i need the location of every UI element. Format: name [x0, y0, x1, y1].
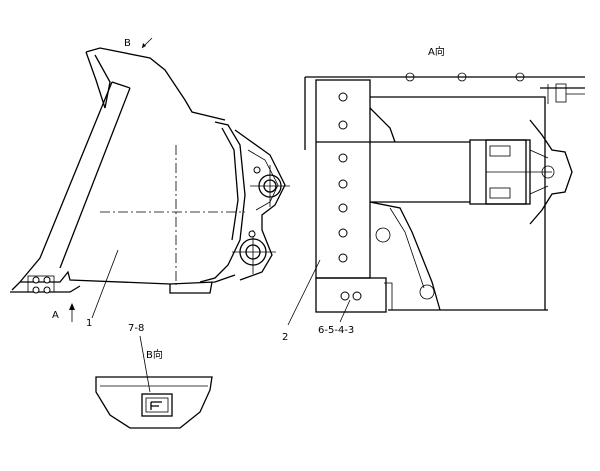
hinge-bracket-inner — [247, 149, 279, 211]
top-hole-3 — [515, 72, 525, 82]
view-a-title: A向 — [428, 45, 445, 58]
view-b-arrow-head — [142, 43, 146, 48]
top-pin-detail — [547, 84, 585, 104]
hinge-bracket — [234, 129, 286, 281]
mount-plate — [315, 79, 371, 279]
boom-lower-brace-inner — [389, 207, 425, 289]
top-pin-head — [555, 83, 567, 103]
plate-bolt-1 — [338, 92, 348, 102]
view-a-arrow-head — [69, 303, 75, 310]
side-hole-2 — [419, 284, 435, 300]
boom-arm — [370, 141, 470, 203]
part-6543-label: 6-5-4-3 — [318, 325, 354, 336]
top-hole-2 — [457, 72, 467, 82]
frame-inner-right — [370, 96, 546, 310]
grease-fitting-upper — [253, 166, 261, 174]
edge-bolt-3 — [32, 286, 40, 294]
part-2-leader — [287, 259, 321, 326]
bucket-side-view: B A 1 — [10, 37, 290, 329]
hook-pin — [541, 165, 555, 179]
grease-fitting-lower — [248, 230, 256, 238]
upper-pin-centerline — [250, 165, 290, 207]
part-7-8-leader — [139, 335, 151, 393]
hook-ear-inner — [529, 149, 549, 195]
hook-ear — [529, 119, 573, 225]
bucket-front-edge-outer — [19, 81, 113, 283]
part-1-leader — [91, 249, 119, 319]
view-b-plate — [95, 376, 213, 429]
bucket-top-lip — [85, 47, 226, 121]
side-hole-1 — [375, 227, 391, 243]
plate-bolt-4 — [338, 179, 348, 189]
edge-bolt-4 — [43, 286, 51, 294]
part-7-8-label: 7-8 — [128, 323, 144, 334]
part-6543-leader — [339, 299, 351, 323]
bucket-rear-wall-inner — [221, 127, 239, 241]
edge-bolt-2 — [43, 276, 51, 284]
part-2-label: 2 — [282, 332, 288, 343]
cutting-edge-clamp — [27, 275, 55, 293]
plate-bolt-6 — [338, 228, 348, 238]
bucket-bottom — [11, 270, 236, 291]
boss-slot-1 — [489, 145, 511, 157]
plate-bolt-5 — [338, 203, 348, 213]
plate-bolt-2 — [338, 120, 348, 130]
clamp-bolt-1 — [340, 291, 350, 301]
boom-upper-brace — [369, 107, 396, 143]
name-plate — [141, 393, 173, 417]
bucket-front-edge-inner — [59, 87, 131, 269]
name-plate-inner — [145, 397, 169, 413]
view-b: 7-8 B向 — [95, 323, 213, 429]
boss-slot-2 — [489, 187, 511, 199]
plate-bolt-7 — [338, 253, 348, 263]
boom-lower-brace — [369, 201, 441, 311]
plate-bolt-3 — [338, 153, 348, 163]
clamp-bolt-2 — [352, 291, 362, 301]
clamp-step — [384, 282, 393, 310]
bucket-rear-wall — [199, 121, 246, 283]
name-plate-glyph — [150, 401, 162, 410]
part-1-label: 1 — [86, 318, 92, 329]
top-hole-1 — [405, 72, 415, 82]
edge-bolt-1 — [32, 276, 40, 284]
view-b-arrow-label: B — [124, 38, 131, 49]
view-a-arrow-label: A — [52, 310, 59, 321]
bucket-edge-join — [111, 81, 131, 89]
bucket-heel — [169, 281, 213, 294]
bucket-lip-tip — [85, 51, 111, 109]
plate-bolts — [338, 92, 348, 263]
view-a: A向 — [282, 45, 585, 343]
clamp-block — [315, 277, 387, 313]
view-b-title: B向 — [146, 348, 163, 361]
